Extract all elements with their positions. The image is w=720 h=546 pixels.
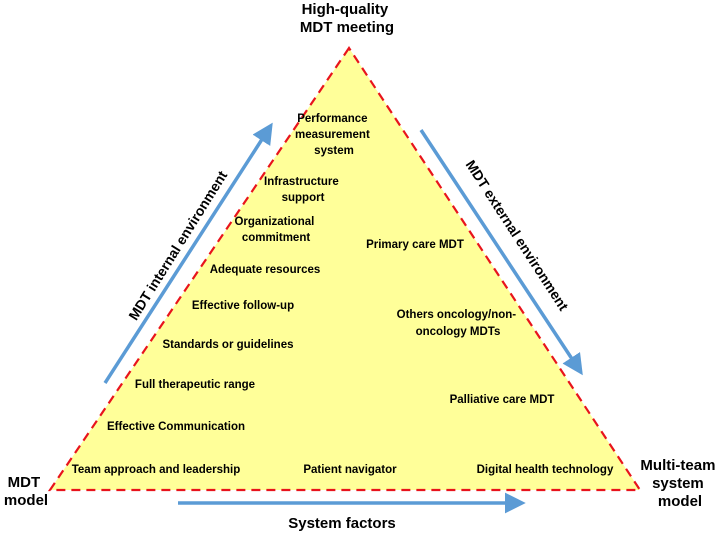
- factor-palliative-care-mdt: Palliative care MDT: [450, 394, 555, 406]
- factor-team-approach-leadership: Team approach and leadership: [72, 464, 241, 476]
- internal-environment-arrow: [103, 122, 273, 384]
- factor-other-oncology-mdts: Others oncology/non- oncology MDTs: [397, 309, 520, 338]
- top-corner-label: High-quality MDT meeting: [300, 1, 394, 36]
- factor-infrastructure-support: Infrastructure support: [264, 176, 342, 204]
- factor-full-therapeutic-range: Full therapeutic range: [135, 379, 255, 391]
- factor-effective-communication: Effective Communication: [107, 421, 245, 433]
- bottom-left-corner-label: MDT model: [4, 474, 48, 509]
- factor-patient-navigator: Patient navigator: [303, 464, 397, 476]
- factor-digital-health-technology: Digital health technology: [477, 464, 614, 476]
- factor-organizational-commitment: Organizational commitment: [234, 216, 317, 244]
- quality-triangle: [47, 46, 643, 492]
- factor-performance-measurement: Performance measurement system: [295, 113, 373, 157]
- factor-adequate-resources: Adequate resources: [210, 264, 321, 276]
- factor-standards-guidelines: Standards or guidelines: [163, 339, 294, 351]
- external-environment-arrow: [419, 129, 583, 376]
- factor-effective-follow-up: Effective follow-up: [192, 300, 294, 312]
- factor-primary-care-mdt: Primary care MDT: [366, 239, 464, 251]
- system-factors-label: System factors: [288, 515, 396, 532]
- bottom-right-corner-label: Multi-team system model: [640, 457, 719, 510]
